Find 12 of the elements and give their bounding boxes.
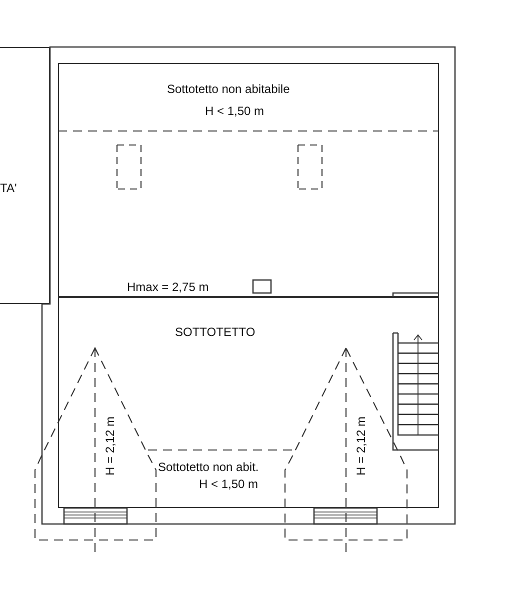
room-note: Hmax = 2,75 m <box>127 280 209 294</box>
height-label: H = 2,12 m <box>103 415 117 478</box>
room-note: H < 1,50 m <box>205 104 264 118</box>
room-name: Sottotetto non abitabile <box>167 82 290 96</box>
room-outline <box>0 47 50 304</box>
height-label: H = 2,12 m <box>354 415 368 478</box>
room-outline <box>58 63 439 297</box>
room-name: TA' <box>0 181 17 195</box>
room-note: Sottotetto non abit. <box>158 460 259 474</box>
room-name: SOTTOTETTO <box>175 325 256 339</box>
room-outline <box>58 297 439 508</box>
room-note: H < 1,50 m <box>199 477 258 491</box>
